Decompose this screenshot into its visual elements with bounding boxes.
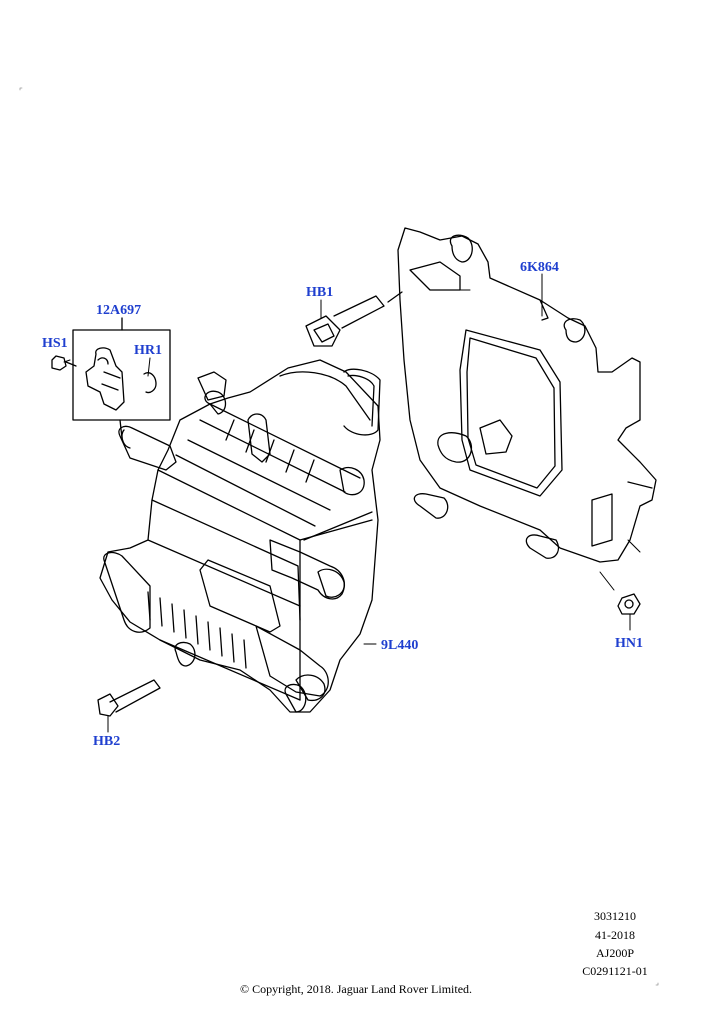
intercooler-assembly-drawing: [99, 359, 381, 713]
copyright-notice: © Copyright, 2018. Jaguar Land Rover Lim…: [239, 982, 473, 996]
callout-12a697[interactable]: 12A697: [96, 303, 142, 318]
callout-hs1[interactable]: HS1: [42, 336, 68, 351]
bolt-hb1-drawing: [305, 291, 403, 347]
reference-engine: AJ200P: [595, 946, 634, 960]
leader-lines: [63, 273, 641, 733]
reference-illustration-id: C0291121-01: [582, 964, 648, 978]
callout-9l440[interactable]: 9L440: [381, 638, 419, 653]
sensor-group-drawing: [51, 317, 171, 439]
reference-date: 41-2018: [595, 928, 635, 942]
callout-6k864[interactable]: 6K864: [520, 260, 559, 275]
mounting-bracket-drawing: [397, 227, 657, 563]
bolt-hb2-drawing: [97, 679, 161, 717]
callout-hb2[interactable]: HB2: [93, 734, 121, 749]
callout-hn1[interactable]: HN1: [615, 636, 643, 651]
reference-number: 3031210: [594, 909, 636, 923]
callout-hb1[interactable]: HB1: [306, 285, 334, 300]
callout-hr1[interactable]: HR1: [134, 343, 162, 358]
nut-hn1-drawing: [617, 593, 641, 615]
